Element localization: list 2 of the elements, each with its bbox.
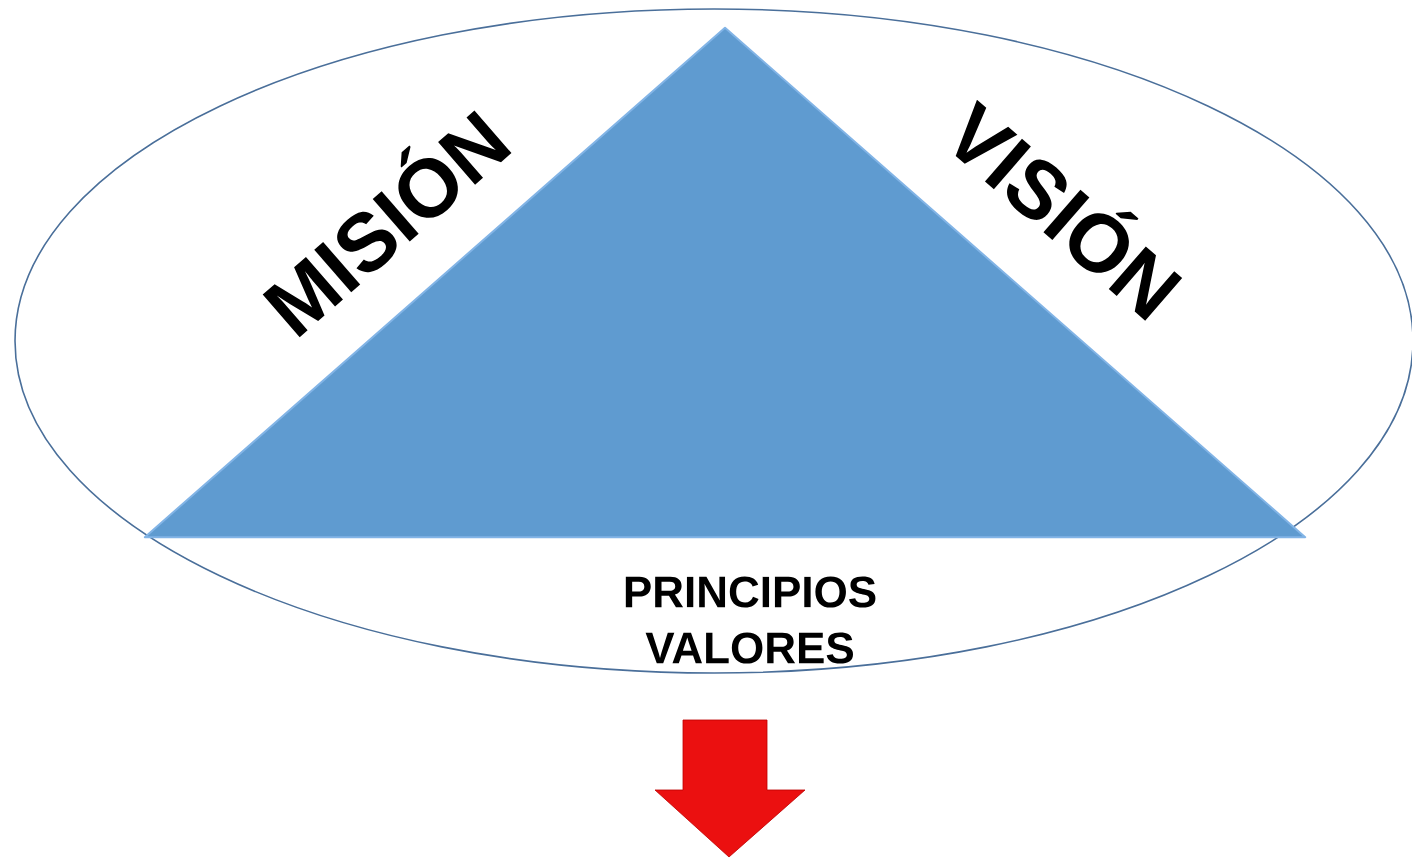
triangle [143, 26, 1307, 539]
label-text: PRINCIPIOS VALORES [625, 576, 876, 664]
